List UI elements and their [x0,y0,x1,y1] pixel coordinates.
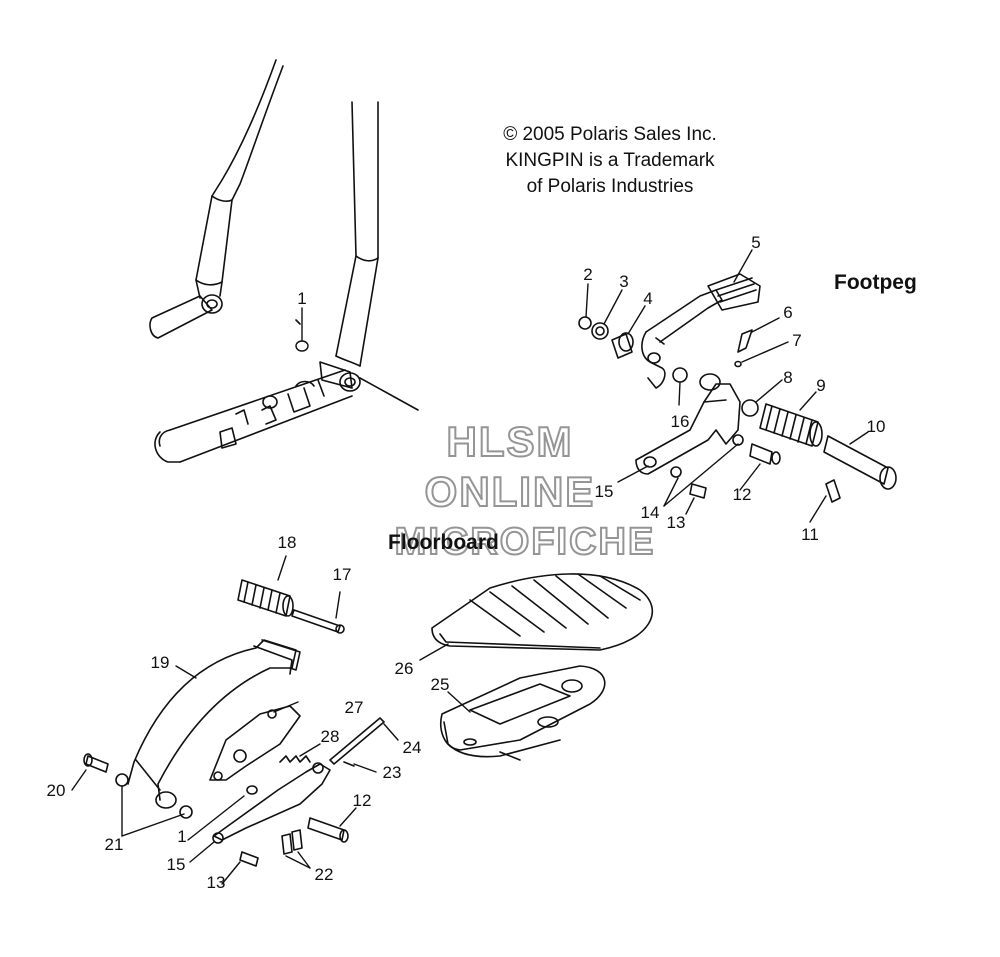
callout-label: 5 [751,233,760,252]
watermark-line: HLSM [446,417,574,466]
copyright-line: © 2005 Polaris Sales Inc. [503,124,717,145]
callout-label: 19 [151,653,170,672]
section-title-floorboard: Floorboard [388,531,499,554]
callout-label: 28 [321,727,340,746]
callout-label: 26 [395,659,414,678]
callout-label: 7 [792,331,801,350]
callout-label: 15 [595,482,614,501]
watermark-line: ONLINE [424,467,596,516]
callout-label: 21 [105,835,124,854]
callout-label: 17 [333,565,352,584]
callout-label: 11 [801,525,819,544]
callout-label: 13 [667,513,686,532]
callout-label: 1 [297,289,306,308]
frame-crossmember [154,319,353,463]
section-title-footpeg: Footpeg [834,271,917,294]
callout-label: 3 [619,272,628,291]
callout-label: 20 [47,781,66,800]
callout-label: 10 [867,417,886,436]
callout-label: 18 [278,533,297,552]
callout-label: 25 [431,675,450,694]
callout-label: 12 [733,485,752,504]
callout-numbers: 1 2 3 4 5 6 7 8 9 10 11 12 13 14 15 16 1… [47,233,886,892]
callout-label: 15 [167,855,186,874]
callout-label: 12 [353,791,372,810]
copyright-notice: © 2005 Polaris Sales Inc. KINGPIN is a T… [470,122,750,200]
callout-label: 8 [783,368,792,387]
callout-label: 9 [816,376,825,395]
callout-label: 2 [583,265,592,284]
callout-label: 22 [315,865,334,884]
frame-tube-rear [319,101,419,411]
callout-label: 16 [671,412,690,431]
callout-label: 13 [207,873,226,892]
watermark-line: MICROFICHE [394,520,656,564]
callout-label: 14 [641,503,660,522]
callout-label: 1 [177,827,186,846]
copyright-line: KINGPIN is a Trademark [505,150,715,171]
copyright-line: of Polaris Industries [526,176,694,197]
callout-label: 6 [783,303,792,322]
callout-label: 4 [643,289,652,308]
leader-lines [71,249,869,885]
floorboard-assembly [83,573,653,867]
callout-label: 24 [403,738,422,757]
callout-label: 23 [383,763,402,782]
frame-tube-front [149,59,284,339]
callout-label: 27 [345,698,364,717]
